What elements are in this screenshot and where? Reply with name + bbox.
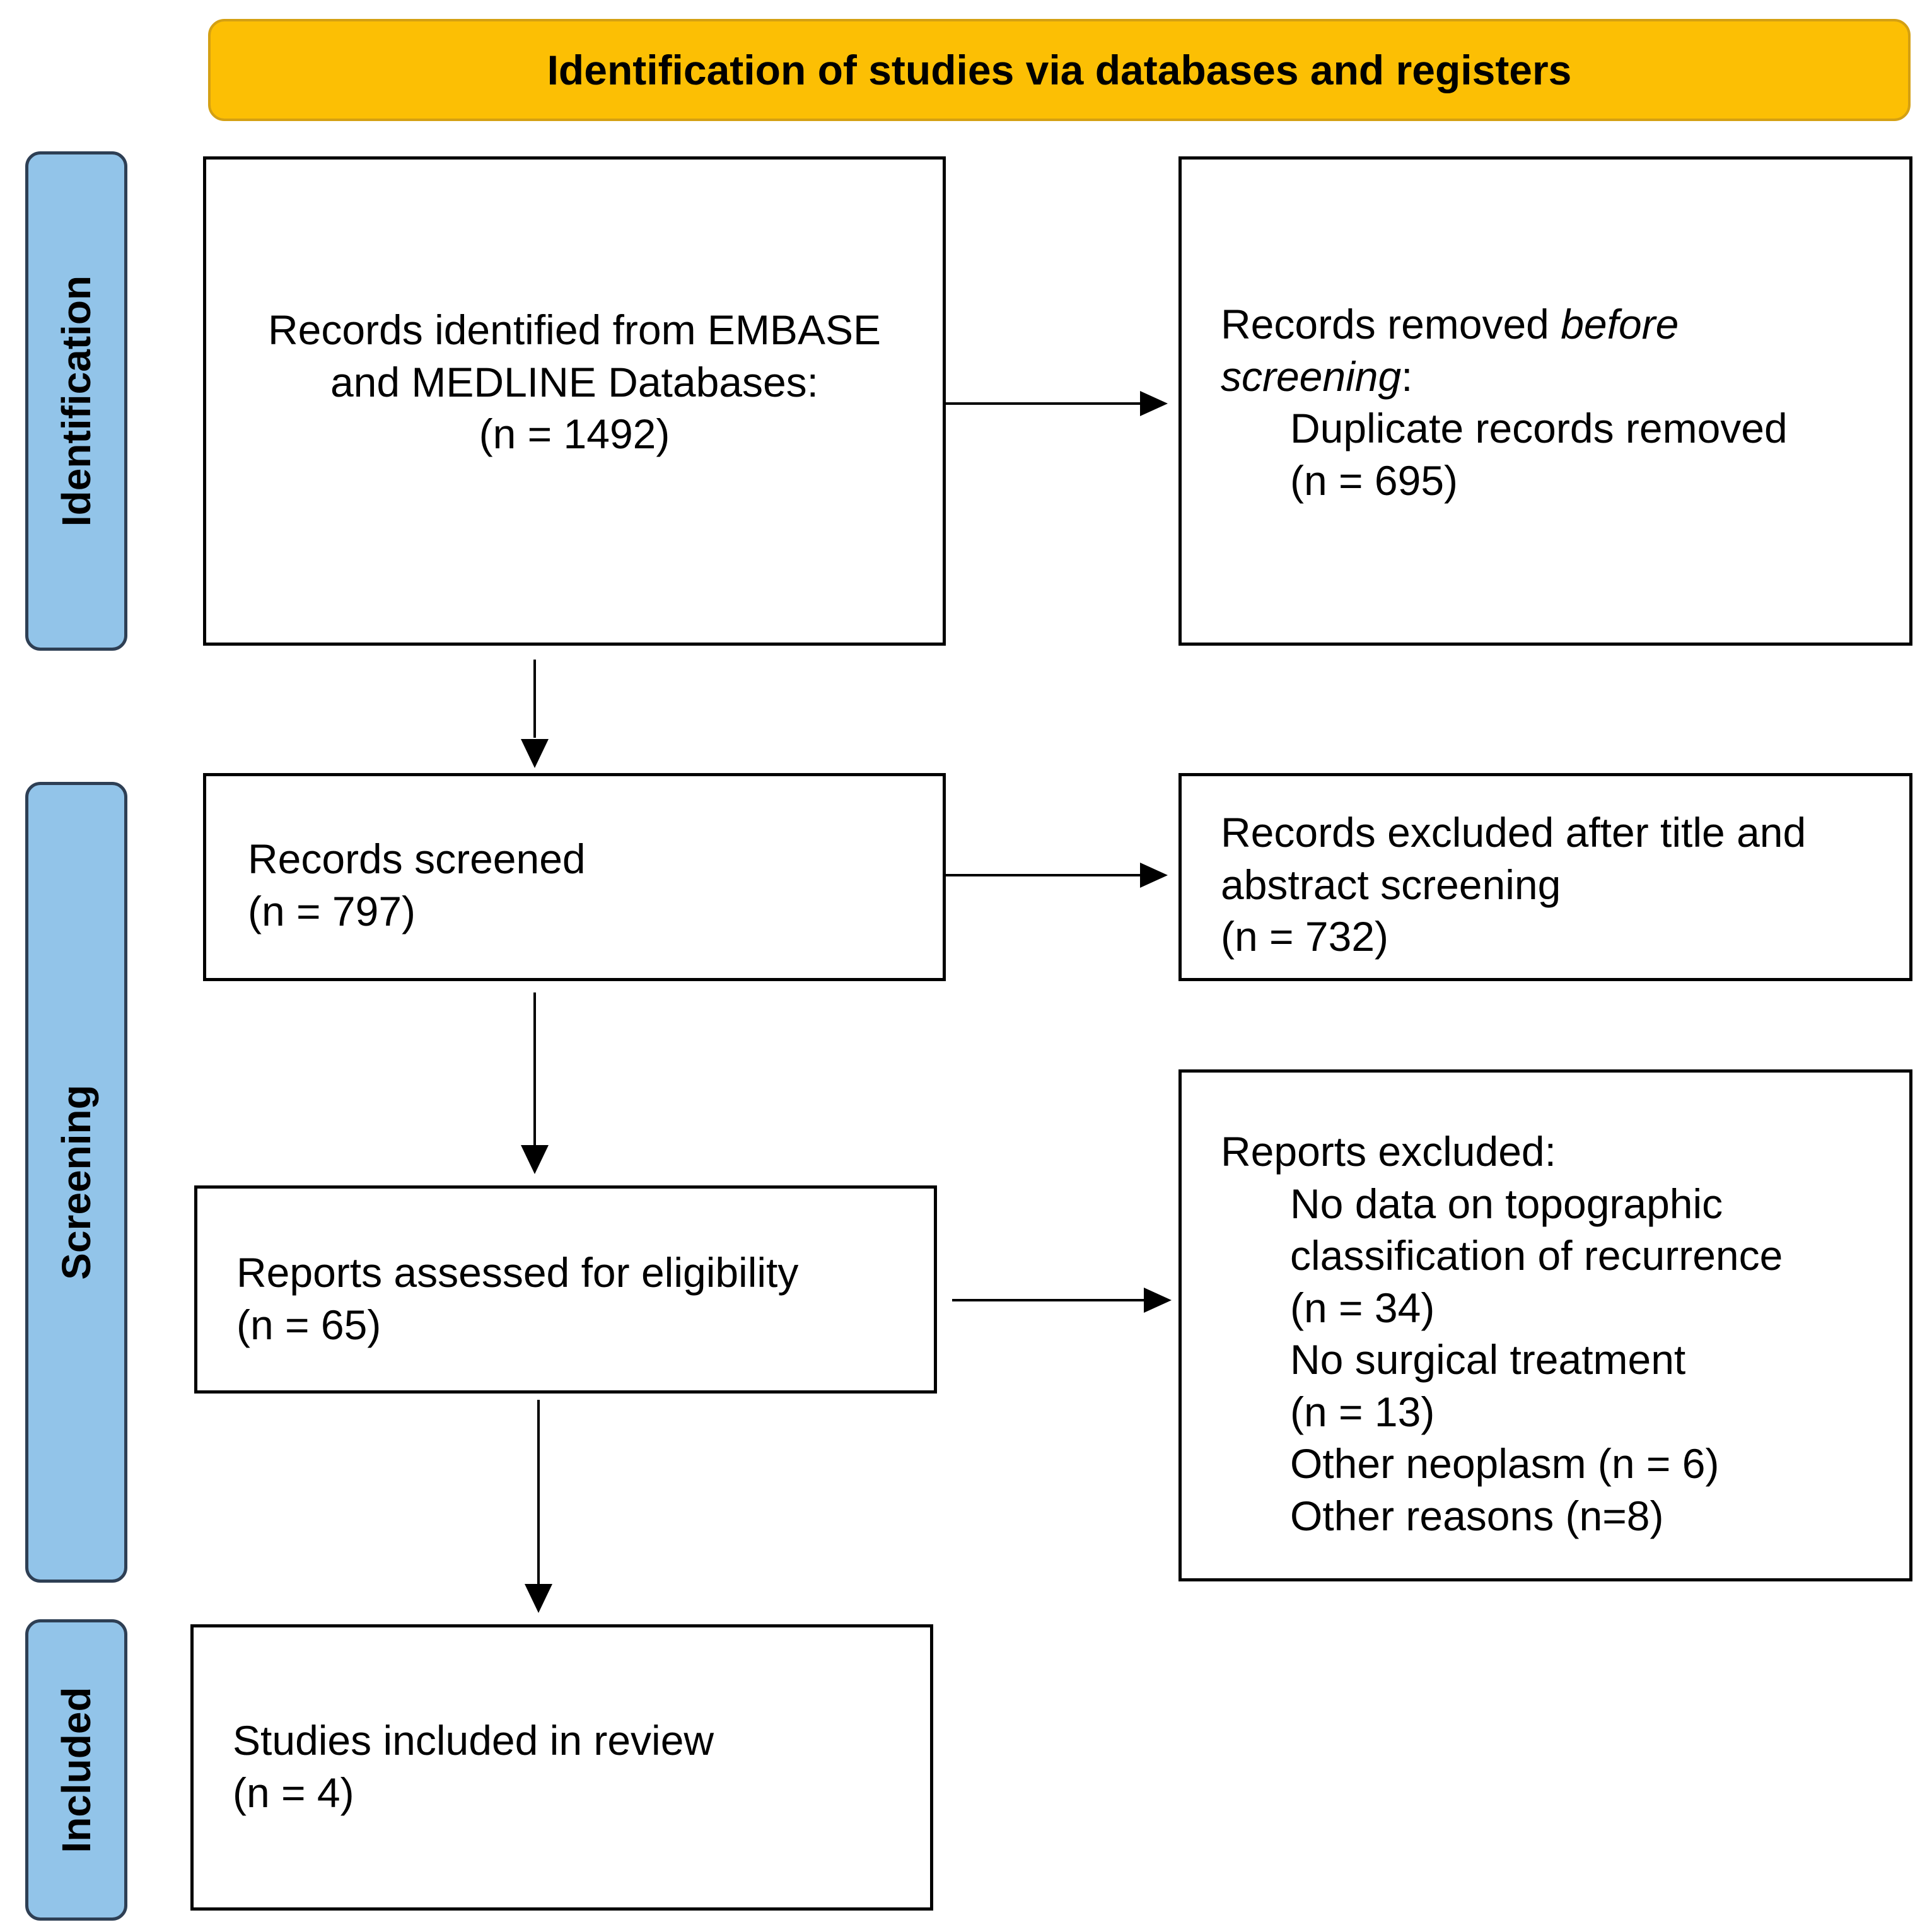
reports-assessed-box: Reports assessed for eligibility (n = 65…	[194, 1185, 937, 1394]
records-identified-line1: Records identified from EMBASE	[267, 306, 882, 354]
records-excluded-box: Records excluded after title and abstrac…	[1178, 773, 1912, 981]
records-identified-line2: and MEDLINE Databases:	[330, 358, 819, 405]
arrowhead-screened	[521, 739, 549, 768]
arrowhead-assessed	[521, 1145, 549, 1174]
arrowhead-excluded	[1140, 863, 1168, 888]
header-banner: Identification of studies via databases …	[208, 19, 1911, 121]
reports-excluded-reason-3: Other neoplasm (n = 6)	[1290, 1440, 1720, 1487]
stage-included: Included	[25, 1619, 127, 1921]
records-removed-box: Records removed before screening: Duplic…	[1178, 156, 1912, 646]
records-screened-label: Records screened	[248, 835, 586, 882]
reports-excluded-reason-2: No surgical treatment	[1290, 1336, 1686, 1383]
records-removed-duplicates: Duplicate records removed	[1290, 405, 1788, 451]
records-removed-line2: screening:	[1221, 352, 1413, 400]
stage-screening: Screening	[25, 782, 127, 1583]
records-excluded-count: (n = 732)	[1221, 913, 1388, 960]
records-screened-box: Records screened (n = 797)	[203, 773, 946, 981]
records-identified-box: Records identified from EMBASE and MEDLI…	[203, 156, 946, 646]
reports-excluded-reason-1: No data on topographic	[1290, 1180, 1723, 1227]
arrowhead-included	[525, 1584, 552, 1613]
stage-identification: Identification	[25, 151, 127, 651]
records-excluded-line1: Records excluded after title and	[1221, 809, 1807, 856]
reports-assessed-label: Reports assessed for eligibility	[236, 1249, 799, 1296]
records-removed-count: (n = 695)	[1290, 457, 1458, 504]
records-excluded-line2: abstract screening	[1221, 861, 1561, 908]
records-screened-count: (n = 797)	[248, 887, 416, 934]
reports-excluded-reason-4: Other reasons (n=8)	[1290, 1492, 1664, 1539]
reports-excluded-reason-1-count: (n = 34)	[1290, 1284, 1435, 1331]
studies-included-count: (n = 4)	[233, 1769, 354, 1816]
studies-included-label: Studies included in review	[233, 1717, 714, 1764]
reports-assessed-count: (n = 65)	[236, 1301, 381, 1348]
records-identified-count: (n = 1492)	[479, 410, 670, 458]
reports-excluded-title: Reports excluded:	[1221, 1128, 1556, 1175]
reports-excluded-reason-2-count: (n = 13)	[1290, 1388, 1435, 1435]
reports-excluded-reason-1-cont: classification of recurrence	[1290, 1232, 1783, 1279]
arrowhead-reports-excluded	[1144, 1288, 1172, 1313]
reports-excluded-box: Reports excluded: No data on topographic…	[1178, 1069, 1912, 1581]
arrowhead-removed	[1140, 391, 1168, 416]
records-removed-line1: Records removed before	[1221, 301, 1679, 347]
studies-included-box: Studies included in review (n = 4)	[190, 1624, 933, 1911]
header-title: Identification of studies via databases …	[547, 47, 1572, 93]
